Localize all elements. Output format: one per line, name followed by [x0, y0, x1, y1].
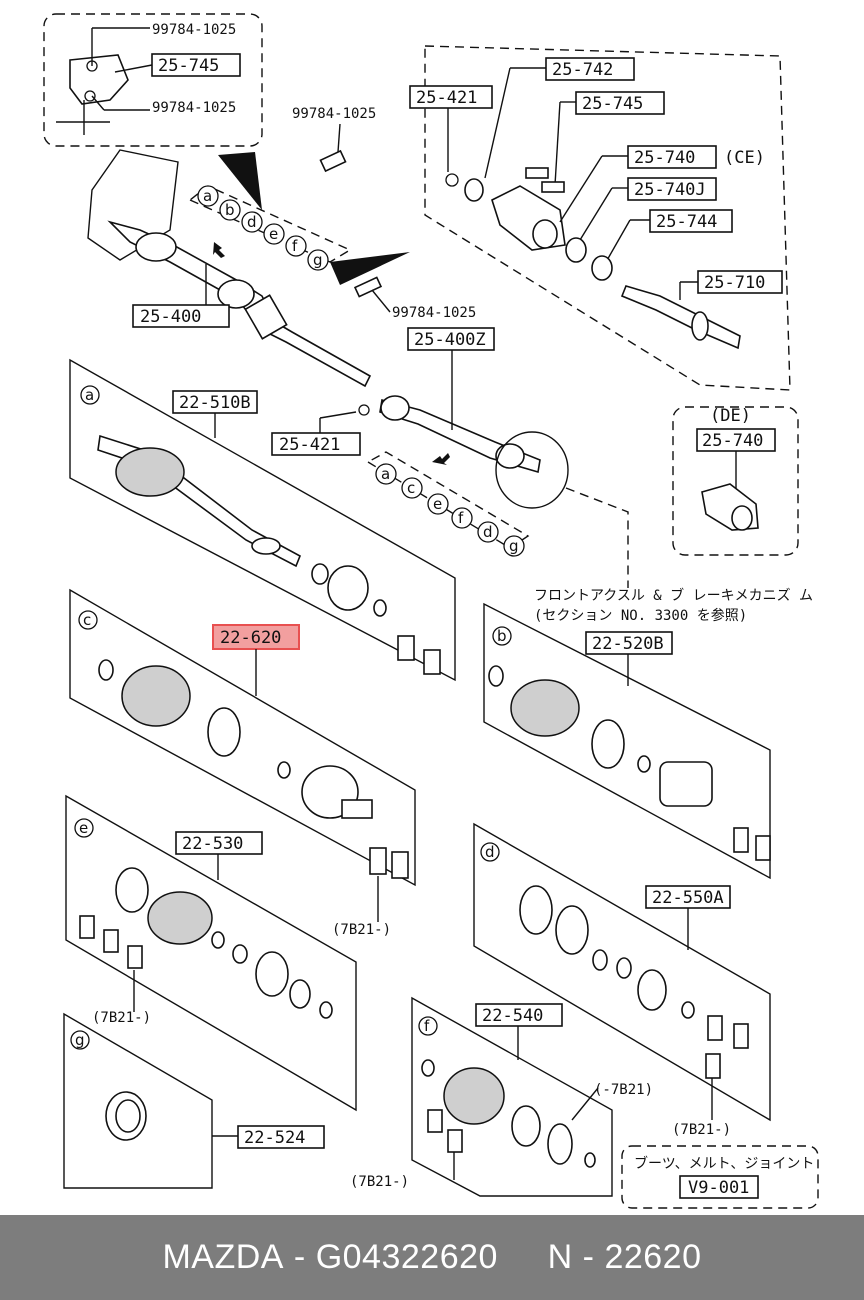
panel-c	[69, 588, 416, 887]
parts-diagram: 99784-1025 25-745 99784-1025 99784-1025 …	[43, 13, 819, 1209]
letter-top-b: b	[225, 201, 235, 219]
callout-99784-1025-b: 99784-1025	[152, 100, 236, 116]
wedge-pointer-a	[218, 152, 262, 210]
callout-25-740-ce: 25-740	[634, 148, 695, 168]
callout-99784-1025-c: 99784-1025	[292, 106, 376, 122]
hub-group-outline	[424, 45, 791, 391]
footer-bar: MAZDA - G04322620 N - 22620	[0, 1215, 864, 1300]
seal-ring-b	[565, 237, 587, 263]
callout-25-400z: 25-400Z	[414, 330, 486, 350]
letter-mid-a: a	[381, 465, 390, 483]
code-7b21-d: (7B21-)	[672, 1122, 731, 1138]
panel-e	[65, 794, 357, 1112]
callout-22-520b: 22-520B	[592, 634, 664, 654]
callout-25-740-de-note: (DE)	[710, 406, 751, 426]
boot-e	[147, 891, 213, 945]
hub-spindle	[620, 285, 741, 350]
footer-n-number: 22620	[604, 1238, 702, 1276]
tripod-housing	[659, 761, 713, 807]
code-7b21-a: (7B21-)	[332, 922, 391, 938]
letter-mid-d: d	[483, 523, 493, 541]
inset-bracket-detail	[43, 13, 263, 147]
panel-letter-d: d	[485, 843, 495, 861]
panel-b	[483, 602, 771, 880]
seal-ring-a	[464, 178, 484, 202]
letter-mid-e: e	[433, 495, 442, 513]
letter-top-e: e	[269, 225, 278, 243]
footer-brand: MAZDA	[162, 1238, 284, 1276]
knuckle-outline-left	[87, 149, 179, 261]
note-front-axle-2: (セクション NO. 3300 を参照)	[534, 607, 747, 624]
code-7b21-e: (7B21-)	[350, 1174, 409, 1190]
callout-22-524: 22-524	[244, 1128, 305, 1148]
callout-22-510b: 22-510B	[179, 393, 251, 413]
letter-mid-f: f	[458, 509, 464, 527]
panel-letter-g: g	[75, 1031, 85, 1049]
callout-25-740-ce-note: (CE)	[724, 148, 765, 168]
callout-25-740-de: 25-740	[702, 431, 763, 451]
boots-note-text: ブーツ、メルト、ジョイント	[634, 1155, 814, 1172]
panel-letter-f: f	[424, 1017, 430, 1035]
letter-mid-c: c	[407, 479, 415, 497]
panel-d	[473, 822, 771, 1122]
callout-25-740j: 25-740J	[634, 180, 706, 200]
boots-note-box	[621, 1145, 819, 1209]
drive-shaft-left	[107, 220, 372, 388]
callout-22-530: 22-530	[182, 834, 243, 854]
highlight-22-620	[212, 624, 300, 650]
code-7b21-b: (7B21-)	[92, 1010, 151, 1026]
letter-chain-mid: a c e f d g	[366, 451, 530, 557]
footer-n-label: N	[547, 1238, 573, 1276]
letter-top-a: a	[203, 187, 212, 205]
inset-de	[672, 406, 799, 556]
boot-f	[443, 1067, 505, 1125]
letter-mid-g: g	[509, 537, 519, 555]
boot-c	[121, 665, 191, 727]
callout-25-745-a: 25-745	[158, 56, 219, 76]
callout-22-550a: 22-550A	[652, 888, 724, 908]
code-7b21-c: (-7B21)	[594, 1082, 653, 1098]
bracket-shape	[69, 54, 129, 105]
panel-letter-a: a	[85, 386, 94, 404]
callout-25-400: 25-400	[140, 307, 201, 327]
panel-a	[69, 358, 456, 682]
note-front-axle-1: フロントアクスル & ブ レーキメカニズ ム	[534, 587, 813, 604]
callout-99784-1025-d: 99784-1025	[392, 305, 476, 321]
callout-25-421-b: 25-421	[279, 435, 340, 455]
callout-25-421-a: 25-421	[416, 88, 477, 108]
callout-22-620: 22-620	[220, 628, 281, 648]
panel-g	[63, 1012, 213, 1189]
letter-top-f: f	[292, 237, 298, 255]
footer-part-number: G04322620	[315, 1238, 498, 1276]
panel-letter-e: e	[79, 819, 88, 837]
boot-a	[115, 447, 185, 497]
letter-top-d: d	[247, 213, 257, 231]
boot-b	[510, 679, 580, 737]
callout-25-742: 25-742	[552, 60, 613, 80]
panel-f	[411, 996, 613, 1197]
callout-99784-1025-a: 99784-1025	[152, 22, 236, 38]
footer-gap	[498, 1238, 548, 1277]
panel-letter-b: b	[497, 627, 507, 645]
callout-25-744: 25-744	[656, 212, 717, 232]
callout-25-745-b: 25-745	[582, 94, 643, 114]
seal-ring-c	[591, 255, 613, 281]
panel-letter-c: c	[83, 611, 91, 629]
footer-sep2: -	[572, 1238, 605, 1276]
letter-top-g: g	[313, 251, 323, 269]
callout-25-710: 25-710	[704, 273, 765, 293]
callout-22-540: 22-540	[482, 1006, 543, 1026]
wedge-pointer-b	[330, 252, 410, 285]
callout-v9-001: V9-001	[688, 1178, 749, 1198]
footer-sep1: -	[283, 1238, 316, 1276]
letter-chain-top: a b d e f g	[188, 185, 352, 271]
